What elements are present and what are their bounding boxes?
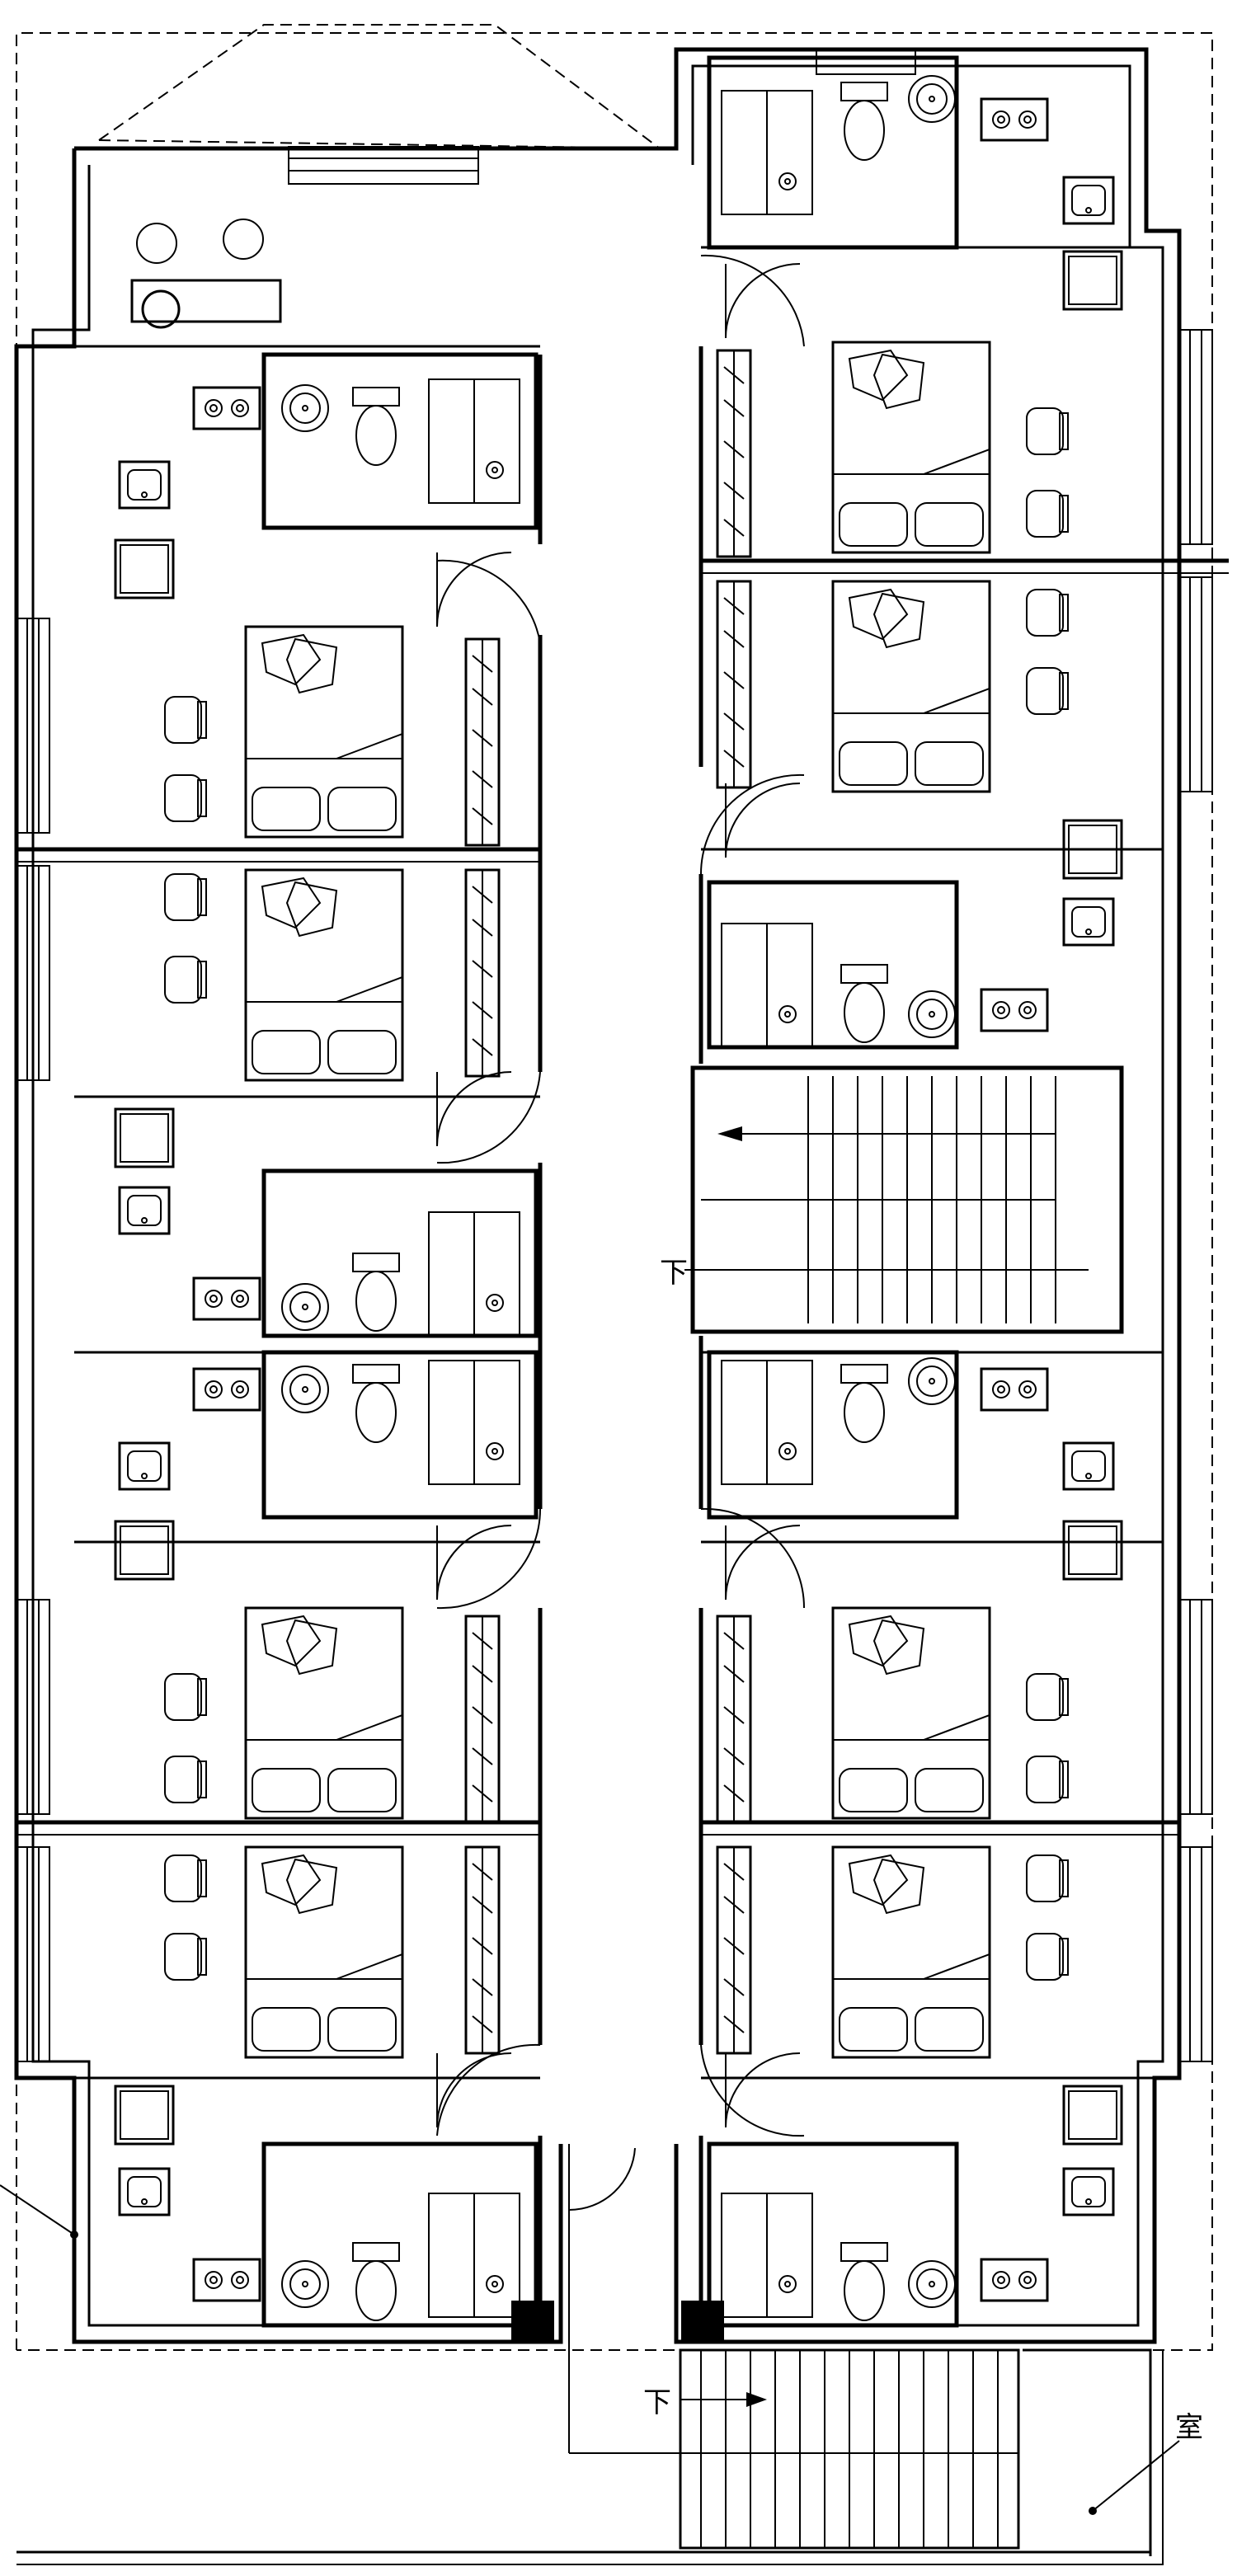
bathroom-walls	[261, 55, 959, 2328]
fixtures-right	[716, 75, 1213, 2321]
room-edge-label: 室	[1175, 2411, 1203, 2444]
stair-down-label-entrance: 下	[643, 2386, 671, 2419]
fixtures-left	[16, 219, 520, 2321]
corridor-doors	[436, 254, 806, 2137]
stair-down-label-internal: 下	[660, 1257, 688, 1290]
internal-staircase	[684, 1065, 1124, 1334]
exterior-walls	[14, 47, 1182, 2344]
site-boundary	[16, 24, 1213, 2351]
corridor-walls	[16, 246, 1229, 2334]
entrance-staircase	[0, 2144, 1180, 2565]
